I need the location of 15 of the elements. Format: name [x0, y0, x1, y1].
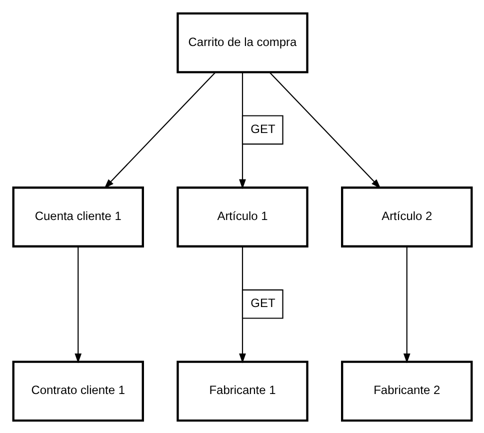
node-box: Cuenta cliente 1 [12, 186, 144, 247]
node-box: Artículo 1 [176, 186, 308, 247]
node-box: Fabricante 2 [340, 360, 472, 422]
node-box: Artículo 2 [340, 186, 472, 247]
arrow [104, 71, 216, 188]
edge-label: GET [250, 121, 275, 136]
arrow [238, 246, 246, 363]
edge-label: GET [250, 296, 275, 310]
node-box: Contrato cliente 1 [12, 360, 144, 422]
arrow [268, 71, 380, 188]
arrow [238, 72, 246, 189]
arrow [74, 246, 82, 363]
arrow [402, 246, 410, 363]
node-box: Fabricante 1 [176, 360, 308, 422]
node-box: Carrito de la compra [176, 12, 308, 73]
